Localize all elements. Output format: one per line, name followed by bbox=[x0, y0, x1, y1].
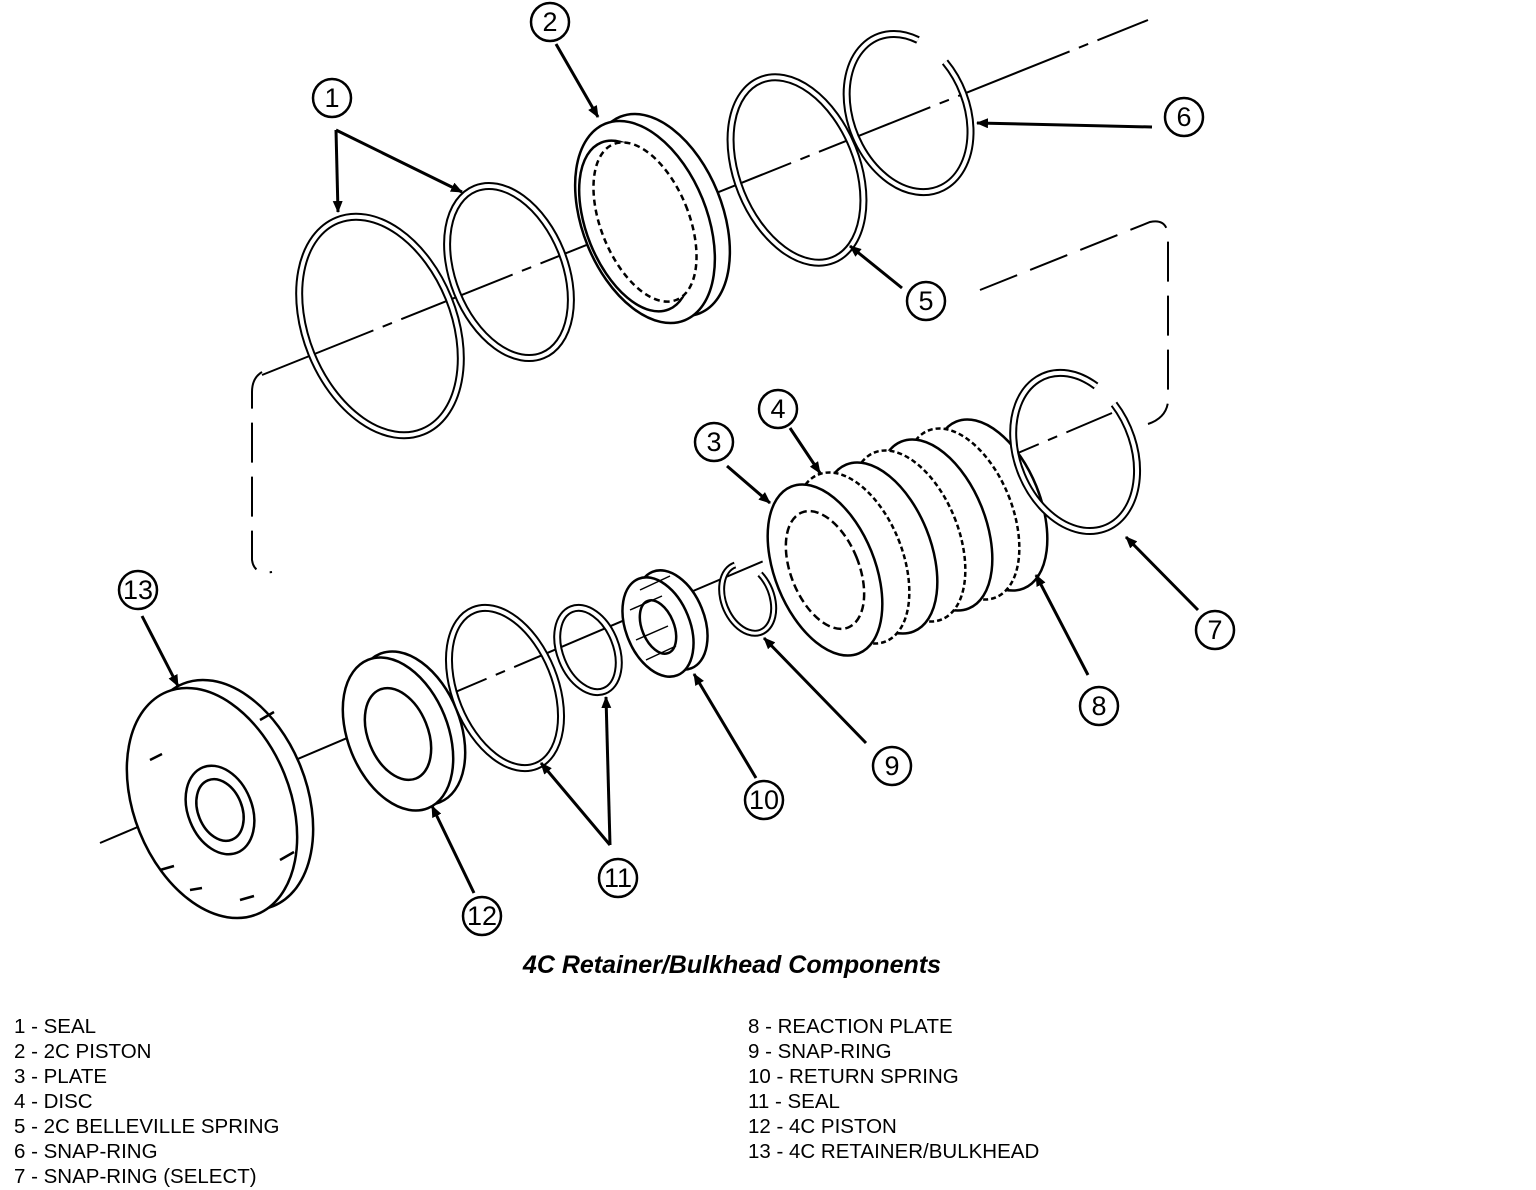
legend-item: 4 - DISC bbox=[14, 1090, 93, 1113]
belleville-spring bbox=[726, 73, 868, 267]
callout-7: 7 bbox=[1194, 609, 1236, 651]
legend-item: 13 - 4C RETAINER/BULKHEAD bbox=[748, 1140, 1040, 1163]
svg-text:7: 7 bbox=[1207, 615, 1222, 645]
svg-text:10: 10 bbox=[749, 785, 779, 815]
piston-4c bbox=[341, 650, 467, 812]
svg-text:9: 9 bbox=[884, 751, 899, 781]
callouts: 1 2 3 4 5 6 7 8 bbox=[117, 1, 1236, 937]
legend-item: 1 - SEAL bbox=[14, 1015, 97, 1038]
callout-8: 8 bbox=[1078, 685, 1120, 727]
svg-text:1: 1 bbox=[324, 83, 339, 113]
legend-item: 8 - REACTION PLATE bbox=[748, 1015, 953, 1038]
callout-3: 3 bbox=[693, 421, 735, 463]
bracket-outline bbox=[251, 220, 1169, 574]
callout-10: 10 bbox=[743, 779, 785, 821]
callout-13: 13 bbox=[117, 569, 159, 611]
legend-item: 10 - RETURN SPRING bbox=[748, 1065, 959, 1088]
exploded-parts-diagram: 1 2 3 4 5 6 7 8 bbox=[99, 1, 1236, 937]
snap-ring-upper bbox=[842, 30, 975, 197]
callout-2: 2 bbox=[529, 1, 571, 43]
callout-4: 4 bbox=[757, 388, 799, 430]
legend-item: 12 - 4C PISTON bbox=[748, 1115, 897, 1138]
svg-text:12: 12 bbox=[467, 901, 497, 931]
callout-6: 6 bbox=[1163, 96, 1205, 138]
legend-item: 9 - SNAP-RING bbox=[748, 1040, 892, 1063]
svg-text:5: 5 bbox=[918, 286, 933, 316]
snap-ring-select bbox=[1009, 368, 1142, 535]
snap-ring-small bbox=[718, 561, 778, 637]
svg-text:4: 4 bbox=[770, 394, 785, 424]
seal-inner bbox=[443, 181, 575, 363]
legend-item: 6 - SNAP-RING bbox=[14, 1140, 158, 1163]
callout-12: 12 bbox=[461, 895, 503, 937]
svg-text:2: 2 bbox=[542, 7, 557, 37]
retainer-bulkhead bbox=[125, 678, 315, 920]
svg-text:13: 13 bbox=[123, 575, 153, 605]
seal-4c-outer bbox=[444, 603, 566, 773]
svg-text:11: 11 bbox=[604, 863, 632, 893]
legend-right-column: 8 - REACTION PLATE 9 - SNAP-RING 10 - RE… bbox=[748, 1014, 1039, 1164]
piston-2c bbox=[573, 112, 732, 325]
svg-text:8: 8 bbox=[1091, 691, 1106, 721]
seal-4c-inner bbox=[553, 603, 623, 697]
legend-left-column: 1 - SEAL 2 - 2C PISTON 3 - PLATE 4 - DIS… bbox=[14, 1014, 279, 1189]
seal-outer bbox=[295, 212, 465, 440]
callout-11: 11 bbox=[597, 857, 639, 899]
return-spring bbox=[621, 569, 709, 678]
callout-1: 1 bbox=[311, 77, 353, 119]
legend-item: 5 - 2C BELLEVILLE SPRING bbox=[14, 1115, 280, 1138]
legend-item: 3 - PLATE bbox=[14, 1065, 108, 1088]
callout-5: 5 bbox=[905, 280, 947, 322]
legend-item: 11 - SEAL bbox=[748, 1090, 840, 1113]
legend-item: 2 - 2C PISTON bbox=[14, 1040, 152, 1063]
clutch-pack bbox=[766, 418, 1049, 657]
svg-text:3: 3 bbox=[706, 427, 721, 457]
callout-9: 9 bbox=[871, 745, 913, 787]
legend-item: 7 - SNAP-RING (SELECT) bbox=[14, 1165, 257, 1188]
diagram-caption: 4C Retainer/Bulkhead Components bbox=[522, 951, 942, 979]
svg-text:6: 6 bbox=[1176, 102, 1191, 132]
leader-arrows bbox=[140, 43, 1200, 894]
